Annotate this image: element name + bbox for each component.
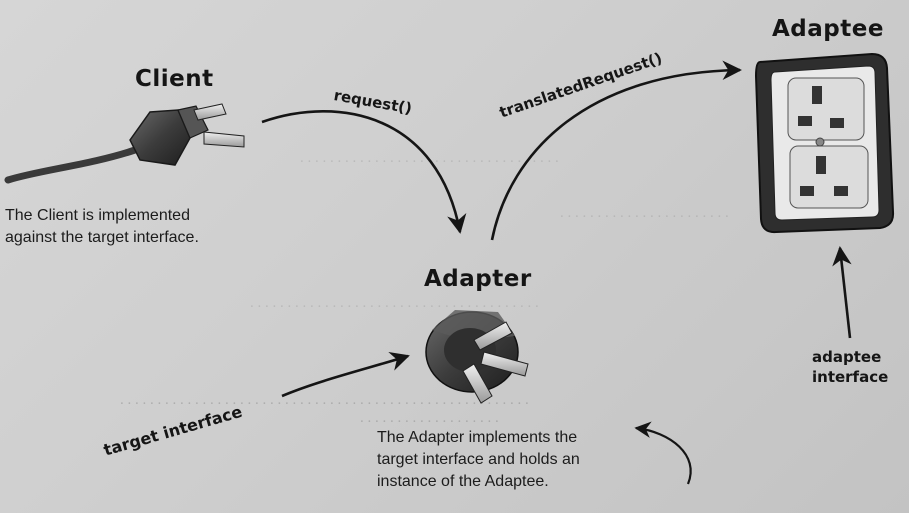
adaptee-interface-label: adaptee interface [812,347,888,387]
adapter-note-arrow [634,421,692,485]
adaptee-interface-arrow [832,246,852,339]
adapter-description: The Adapter implements the target interf… [377,427,580,493]
adapter-description-line: instance of the Adaptee. [377,473,549,490]
client-description-line: against the target interface. [5,229,199,246]
background-text: . . . . . . . . . . . . . . . . . . . . … [560,205,729,221]
translated-request-arrow [490,60,742,241]
adaptee-interface-label-line: interface [812,368,889,386]
client-title: Client [135,66,214,92]
adapter-plug-icon [425,310,529,404]
adapter-description-line: target interface and holds an [377,451,580,468]
adaptee-outlet-icon [754,52,895,234]
adaptee-interface-label-line: adaptee [812,348,882,366]
adapter-title: Adapter [424,266,532,292]
background-text: . . . . . . . . . . . . . . . . . . . . … [250,295,539,311]
client-description: The Client is implemented against the ta… [5,205,199,249]
adapter-description-line: The Adapter implements the [377,429,578,446]
target-interface-arrow [281,351,410,398]
client-description-line: The Client is implemented [5,207,190,224]
client-plug-icon [4,103,245,184]
adaptee-title: Adaptee [772,16,884,42]
request-arrow [261,110,467,234]
